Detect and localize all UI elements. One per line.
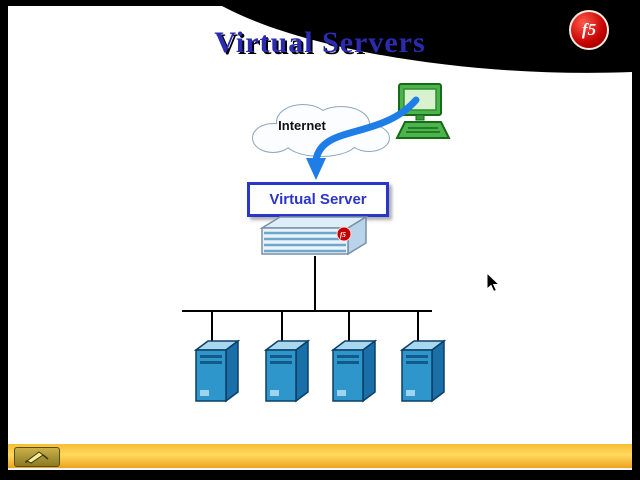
server-tower-icon — [193, 339, 240, 403]
network-line-drop — [281, 311, 283, 341]
network-line-bus — [182, 310, 432, 312]
virtual-server-label: Virtual Server — [269, 191, 367, 208]
bottom-divider — [8, 468, 632, 470]
virtual-server-box: Virtual Server — [247, 182, 389, 217]
slide-canvas: Virtual Servers f5 — [8, 6, 632, 470]
network-line-drop — [348, 311, 350, 341]
server-tower-icon — [263, 339, 310, 403]
bottom-toolbar — [8, 444, 632, 468]
client-computer-icon — [395, 83, 451, 139]
load-balancer-appliance-icon: f5 — [259, 215, 369, 256]
network-line-drop — [211, 311, 213, 341]
internet-cloud: Internet — [251, 96, 391, 160]
f5-logo: f5 — [569, 10, 609, 50]
pen-tool-button[interactable] — [14, 447, 60, 467]
slide-title: Virtual Servers — [214, 26, 426, 59]
mouse-cursor-icon — [486, 272, 501, 293]
pen-tool-icon — [25, 451, 49, 464]
network-line-vertical — [314, 256, 316, 312]
network-line-drop — [417, 311, 419, 341]
appliance-f5-mark: f5 — [340, 231, 346, 239]
server-tower-icon — [399, 339, 446, 403]
internet-label: Internet — [278, 118, 326, 133]
f5-logo-text: f5 — [581, 20, 597, 39]
server-tower-icon — [330, 339, 377, 403]
